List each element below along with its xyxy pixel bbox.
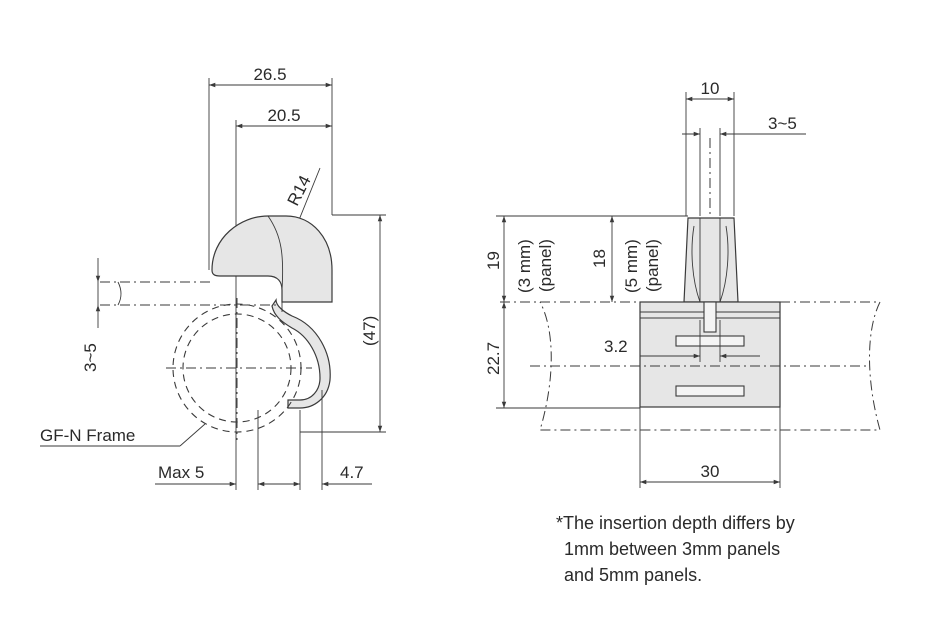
dim-22-7-label: 22.7 [484, 342, 503, 375]
footnote: *The insertion depth differs by 1mm betw… [556, 510, 876, 588]
dim-4-7-label: 4.7 [340, 463, 364, 482]
dim-26-5-label: 26.5 [253, 65, 286, 84]
dim-47-label: (47) [360, 316, 379, 346]
note-3mm-line1: (3 mm) [515, 239, 534, 293]
gf-n-frame-label: GF-N Frame [40, 426, 135, 445]
footnote-line-1: *The insertion depth differs by [556, 513, 795, 533]
upper-slot [675, 335, 745, 347]
note-5mm-line2: (panel) [643, 239, 662, 292]
left-view: 26.5 20.5 R14 3~5 (47) GF-N [40, 65, 386, 490]
clip-part [271, 298, 331, 409]
dim-20-5-label: 20.5 [267, 106, 300, 125]
dim-30-label: 30 [701, 462, 720, 481]
lower-slot [675, 385, 745, 397]
panel-range-label: 3~5 [768, 114, 797, 133]
dim-19-label: 19 [484, 251, 503, 270]
footnote-line-2: 1mm between 3mm panels [564, 539, 781, 559]
cap-part [211, 215, 333, 303]
dim-3-2-label: 3.2 [604, 337, 628, 356]
radius-label: R14 [284, 172, 315, 208]
max-5-label: Max 5 [158, 463, 204, 482]
dim-18-label: 18 [590, 249, 609, 268]
right-view: 10 3~5 3.2 19 (3 [484, 79, 881, 488]
dim-10-label: 10 [701, 79, 720, 98]
note-3mm-line2: (panel) [536, 239, 555, 292]
insertion-range-label: 3~5 [81, 343, 100, 372]
note-5mm-line1: (5 mm) [622, 239, 641, 293]
footnote-line-3: and 5mm panels. [564, 565, 703, 585]
